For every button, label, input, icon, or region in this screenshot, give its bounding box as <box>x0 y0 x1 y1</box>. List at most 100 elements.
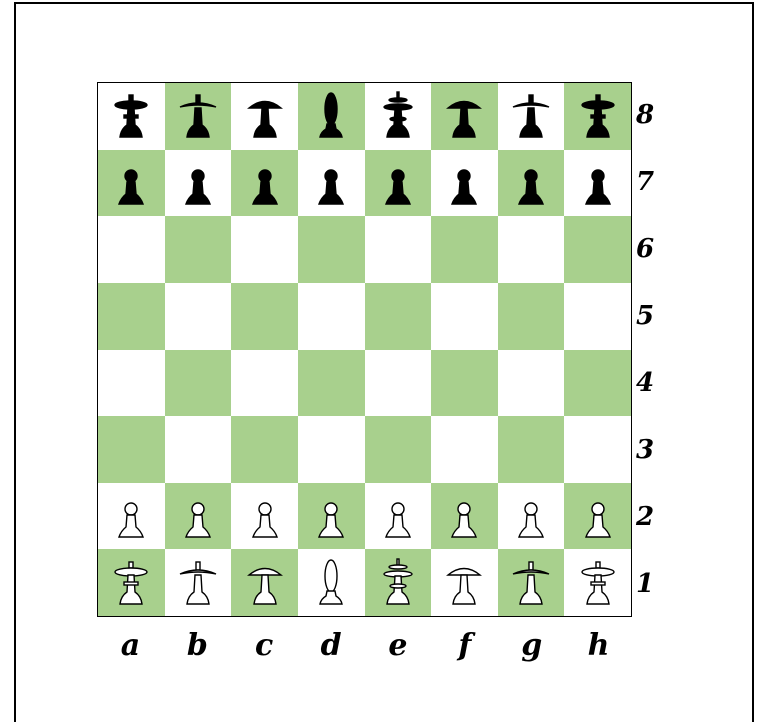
square-a7[interactable] <box>98 150 165 217</box>
white-pawn-icon[interactable] <box>176 490 220 542</box>
square-d6[interactable] <box>298 216 365 283</box>
square-d3[interactable] <box>298 416 365 483</box>
black-king-icon[interactable] <box>376 90 420 142</box>
black-queen-icon[interactable] <box>309 90 353 142</box>
square-b6[interactable] <box>165 216 232 283</box>
black-pawn-icon[interactable] <box>376 157 420 209</box>
square-c4[interactable] <box>231 350 298 417</box>
square-a5[interactable] <box>98 283 165 350</box>
square-h2[interactable] <box>564 483 631 550</box>
square-f8[interactable] <box>431 83 498 150</box>
square-d7[interactable] <box>298 150 365 217</box>
square-e3[interactable] <box>365 416 432 483</box>
square-e1[interactable] <box>365 549 432 616</box>
square-g3[interactable] <box>498 416 565 483</box>
square-g4[interactable] <box>498 350 565 417</box>
square-a8[interactable] <box>98 83 165 150</box>
square-b7[interactable] <box>165 150 232 217</box>
square-f1[interactable] <box>431 549 498 616</box>
black-rook-icon[interactable] <box>109 90 153 142</box>
white-king-icon[interactable] <box>376 557 420 609</box>
square-f7[interactable] <box>431 150 498 217</box>
square-d5[interactable] <box>298 283 365 350</box>
square-f6[interactable] <box>431 216 498 283</box>
white-queen-icon[interactable] <box>309 557 353 609</box>
square-h8[interactable] <box>564 83 631 150</box>
white-knight-icon[interactable] <box>176 557 220 609</box>
black-rook-icon[interactable] <box>576 90 620 142</box>
black-pawn-icon[interactable] <box>309 157 353 209</box>
square-a3[interactable] <box>98 416 165 483</box>
black-pawn-icon[interactable] <box>176 157 220 209</box>
black-pawn-icon[interactable] <box>243 157 287 209</box>
square-h4[interactable] <box>564 350 631 417</box>
square-h6[interactable] <box>564 216 631 283</box>
black-pawn-icon[interactable] <box>509 157 553 209</box>
square-c1[interactable] <box>231 549 298 616</box>
white-pawn-icon[interactable] <box>109 490 153 542</box>
square-g2[interactable] <box>498 483 565 550</box>
file-label: f <box>431 620 498 670</box>
square-a2[interactable] <box>98 483 165 550</box>
square-f5[interactable] <box>431 283 498 350</box>
square-b3[interactable] <box>165 416 232 483</box>
square-h3[interactable] <box>564 416 631 483</box>
square-h7[interactable] <box>564 150 631 217</box>
square-a1[interactable] <box>98 549 165 616</box>
square-e5[interactable] <box>365 283 432 350</box>
black-bishop-icon[interactable] <box>243 90 287 142</box>
black-knight-icon[interactable] <box>509 90 553 142</box>
white-rook-icon[interactable] <box>109 557 153 609</box>
square-b1[interactable] <box>165 549 232 616</box>
square-c5[interactable] <box>231 283 298 350</box>
square-c8[interactable] <box>231 83 298 150</box>
chess-board[interactable] <box>97 82 632 617</box>
white-pawn-icon[interactable] <box>442 490 486 542</box>
square-b4[interactable] <box>165 350 232 417</box>
square-b2[interactable] <box>165 483 232 550</box>
square-f3[interactable] <box>431 416 498 483</box>
square-g7[interactable] <box>498 150 565 217</box>
rank-label: 6 <box>636 216 672 283</box>
square-a6[interactable] <box>98 216 165 283</box>
black-pawn-icon[interactable] <box>576 157 620 209</box>
white-pawn-icon[interactable] <box>376 490 420 542</box>
file-label: d <box>298 620 365 670</box>
white-pawn-icon[interactable] <box>509 490 553 542</box>
square-a4[interactable] <box>98 350 165 417</box>
square-c2[interactable] <box>231 483 298 550</box>
black-knight-icon[interactable] <box>176 90 220 142</box>
square-g5[interactable] <box>498 283 565 350</box>
square-b8[interactable] <box>165 83 232 150</box>
white-bishop-icon[interactable] <box>243 557 287 609</box>
square-d1[interactable] <box>298 549 365 616</box>
white-knight-icon[interactable] <box>509 557 553 609</box>
black-pawn-icon[interactable] <box>109 157 153 209</box>
square-e2[interactable] <box>365 483 432 550</box>
white-pawn-icon[interactable] <box>243 490 287 542</box>
square-g6[interactable] <box>498 216 565 283</box>
black-bishop-icon[interactable] <box>442 90 486 142</box>
white-rook-icon[interactable] <box>576 557 620 609</box>
white-pawn-icon[interactable] <box>576 490 620 542</box>
black-pawn-icon[interactable] <box>442 157 486 209</box>
square-d8[interactable] <box>298 83 365 150</box>
square-e8[interactable] <box>365 83 432 150</box>
square-g1[interactable] <box>498 549 565 616</box>
square-f4[interactable] <box>431 350 498 417</box>
square-h1[interactable] <box>564 549 631 616</box>
square-d2[interactable] <box>298 483 365 550</box>
square-f2[interactable] <box>431 483 498 550</box>
white-bishop-icon[interactable] <box>442 557 486 609</box>
square-c3[interactable] <box>231 416 298 483</box>
square-e7[interactable] <box>365 150 432 217</box>
square-b5[interactable] <box>165 283 232 350</box>
square-h5[interactable] <box>564 283 631 350</box>
square-e6[interactable] <box>365 216 432 283</box>
square-e4[interactable] <box>365 350 432 417</box>
square-g8[interactable] <box>498 83 565 150</box>
square-c7[interactable] <box>231 150 298 217</box>
square-c6[interactable] <box>231 216 298 283</box>
white-pawn-icon[interactable] <box>309 490 353 542</box>
square-d4[interactable] <box>298 350 365 417</box>
